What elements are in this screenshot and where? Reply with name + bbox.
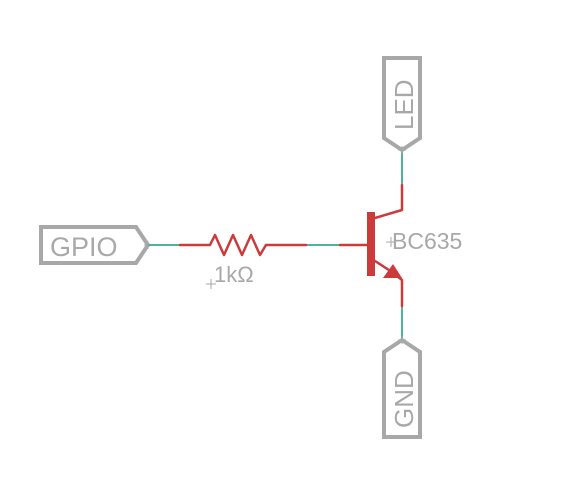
gnd-port-label: GND <box>389 370 419 428</box>
gpio-port-outline <box>39 225 151 265</box>
wires <box>148 150 403 340</box>
gnd-port-outline <box>382 337 422 439</box>
led-port-label: LED <box>389 79 419 130</box>
gpio-port: GPIO <box>39 225 152 265</box>
gpio-port-label: GPIO <box>50 232 118 262</box>
resistor: 1kΩ <box>178 233 308 289</box>
transistor: BC635 <box>338 183 462 308</box>
led-port: LED <box>382 56 422 154</box>
transistor-base-bar <box>367 212 375 276</box>
transistor-emitter <box>373 259 404 308</box>
transistor-collector <box>373 183 404 220</box>
transistor-name-label: BC635 <box>392 228 462 254</box>
resistor-value-label: 1kΩ <box>214 262 254 287</box>
gnd-port: GND <box>382 336 422 439</box>
led-port-outline <box>382 56 422 153</box>
resistor-symbol <box>178 233 308 257</box>
transistor-emitter-arrow <box>383 264 402 278</box>
